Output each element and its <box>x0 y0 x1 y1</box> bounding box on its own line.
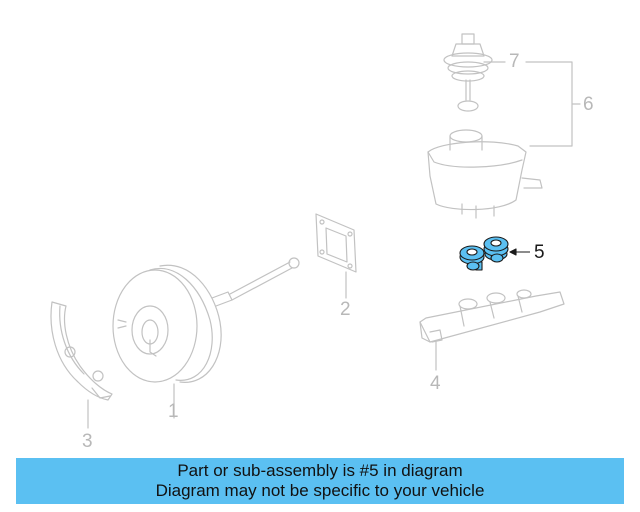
info-banner: Part or sub-assembly is #5 in diagram Di… <box>16 458 624 504</box>
part-4-master-cylinder <box>419 289 565 343</box>
part-2-gasket <box>315 213 357 273</box>
part-5-grommets[interactable] <box>459 236 530 271</box>
callout-4: 4 <box>430 373 441 394</box>
callout-1: 1 <box>168 401 179 422</box>
callout-6: 6 <box>583 94 594 115</box>
callout-7: 7 <box>509 51 520 72</box>
grommet-left <box>459 245 485 271</box>
banner-line-2: Diagram may not be specific to your vehi… <box>155 481 485 500</box>
part-7-reservoir-cap <box>443 33 493 112</box>
banner-line-1: Part or sub-assembly is #5 in diagram <box>177 461 463 480</box>
part-6-fluid-reservoir <box>427 129 543 219</box>
grommet-right <box>483 236 509 263</box>
leader-lines <box>87 61 581 429</box>
callout-5[interactable]: 5 <box>534 242 545 263</box>
part-3-dust-shield <box>50 301 113 401</box>
part-1-brake-booster <box>112 257 300 383</box>
callout-2: 2 <box>340 299 351 320</box>
part-5-arrowhead <box>509 248 517 256</box>
callout-3: 3 <box>82 431 93 452</box>
